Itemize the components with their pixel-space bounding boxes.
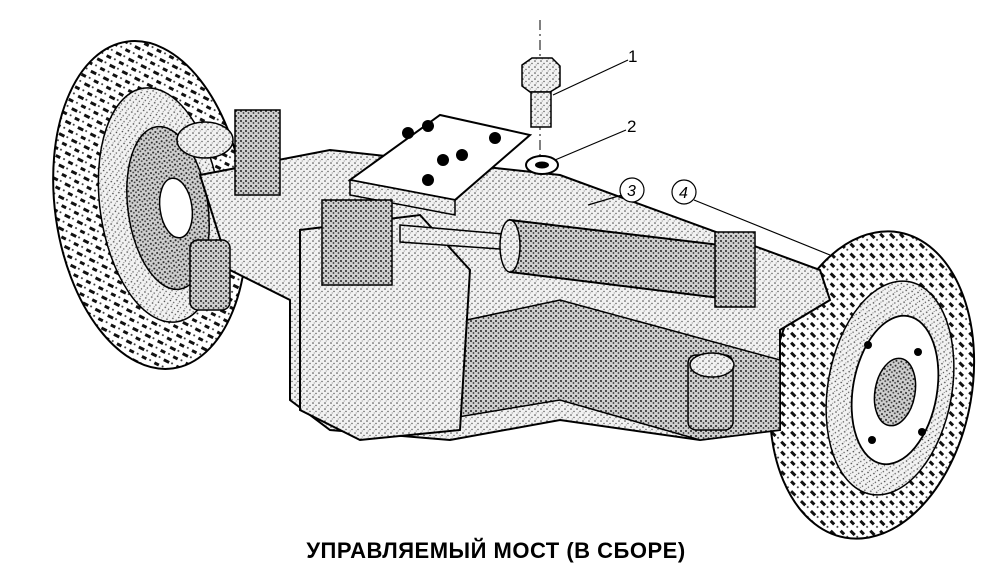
callout-label: 3 — [627, 183, 636, 200]
callout-3: 3 — [587, 177, 645, 206]
left-kingpin-cap — [176, 121, 234, 159]
right-kingpin-cap — [689, 352, 735, 378]
right-steering-knuckle — [687, 352, 735, 431]
callout-4: 4 — [671, 179, 831, 256]
bolt-shank — [530, 91, 552, 128]
mounting-plate — [321, 113, 533, 286]
bolt-head — [521, 57, 561, 93]
plate-hole — [437, 154, 449, 166]
plate-hole — [422, 120, 434, 132]
cylinder-mount-bracket — [714, 231, 756, 308]
left-steering-knuckle — [176, 109, 281, 311]
plate-hole — [422, 174, 434, 186]
plate-bracket — [321, 199, 393, 286]
callout-circle — [671, 179, 697, 205]
bolt-part — [521, 20, 561, 168]
callout-1: 1 — [552, 47, 637, 96]
right-hub-bolt — [914, 348, 922, 356]
washer-hole — [535, 161, 549, 169]
callout-2: 2 — [554, 117, 636, 161]
leader-line — [693, 199, 831, 256]
right-hub-bolt — [868, 436, 876, 444]
left-hub — [158, 177, 194, 239]
drawing-caption: УПРАВЛЯЕМЫЙ МОСТ (В СБОРЕ) — [306, 538, 686, 563]
right-hub-bolt — [918, 428, 926, 436]
plate-hole — [402, 127, 414, 139]
leader-line — [552, 59, 629, 96]
callout-circle — [619, 177, 645, 203]
left-knuckle-block — [234, 109, 281, 196]
callout-label: 2 — [627, 117, 636, 136]
right-hub — [873, 357, 917, 427]
washer-part — [525, 155, 559, 175]
callout-label: 1 — [628, 47, 637, 66]
leader-line — [554, 129, 627, 161]
steering-cylinder — [399, 218, 756, 308]
left-ball-joint — [189, 239, 231, 311]
plate-hole — [489, 132, 501, 144]
mounting-plate-side — [349, 179, 456, 216]
right-wheel — [768, 230, 976, 540]
right-hub-bolt — [864, 341, 872, 349]
leader-line — [587, 194, 623, 206]
cylinder-end — [499, 219, 521, 273]
callout-label: 4 — [679, 185, 688, 202]
plate-hole — [456, 149, 468, 161]
